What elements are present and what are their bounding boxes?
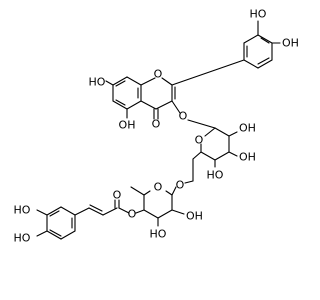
- hydroxyl-label: OH: [119, 119, 136, 132]
- structure-canvas: HO OH HO O O O OH: [13, 7, 299, 245]
- ring-oxygen-label: O: [195, 134, 204, 147]
- molecule-structure: HO OH HO O O O OH: [14, 8, 299, 245]
- glycosidic-oxygen-label: O: [176, 179, 185, 192]
- hydroxyl-label: OH: [239, 122, 256, 135]
- chromone-core: [105, 59, 245, 120]
- ester-oxygen-label: O: [128, 208, 137, 221]
- caffeoyl-ester: [74, 199, 130, 216]
- catechol-ring-b: [36, 206, 76, 240]
- ether-oxygen-label: O: [179, 110, 188, 123]
- hydroxyl-label: HO: [150, 228, 167, 241]
- hydroxyl-label: HO: [89, 76, 106, 89]
- carbonyl-oxygen-label: O: [152, 118, 161, 131]
- hydroxyl-label: HO: [250, 8, 267, 21]
- hydroxyl-label: OH: [186, 210, 203, 223]
- hydroxyl-label: OH: [239, 151, 256, 164]
- ring-oxygen-label: O: [154, 181, 163, 194]
- ester-carbonyl-oxygen-label: O: [113, 189, 122, 202]
- hydroxyl-label: OH: [282, 37, 299, 50]
- rhamnose-ring: [130, 186, 185, 227]
- hydroxyl-label: HO: [14, 204, 31, 217]
- hydroxyl-label: HO: [14, 232, 31, 245]
- ring-oxygen-label: O: [154, 68, 163, 81]
- catechol-ring-a: [243, 20, 281, 69]
- hydroxyl-label: HO: [207, 169, 224, 182]
- glucose-ring: [184, 119, 238, 184]
